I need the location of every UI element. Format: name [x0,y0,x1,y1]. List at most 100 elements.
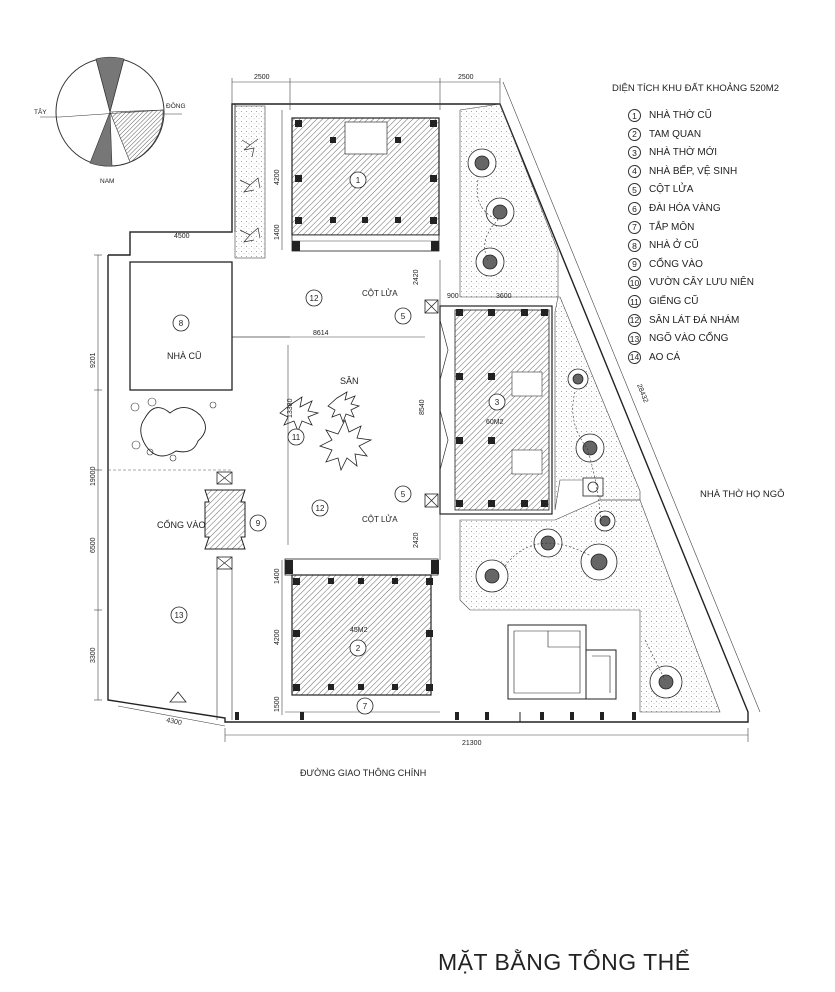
legend-item: 4 NHÀ BẾP, VỆ SINH [628,164,738,178]
new-hall-area: 60M2 [486,419,504,426]
legend-item: 10 VƯỜN CÂY LƯU NIÊN [628,276,754,290]
marker-11-text: 11 [292,433,301,442]
marker-2 [349,639,367,657]
marker-5a-text: 5 [401,312,406,321]
marker-9 [249,514,267,532]
legend-label: CỘT LỬA [649,184,694,196]
entrance-gate [108,469,246,720]
marker-13-text: 13 [175,611,184,620]
dim-13380: 13380 [287,398,294,418]
marker-1-text: 1 [356,176,361,185]
neighbor-label: NHÀ THỜ HỌ NGÔ [700,489,785,500]
legend-item: 1 NHÀ THỜ CŨ [628,109,712,122]
dim-1400-bottom: 1400 [274,568,281,584]
marker-5a [394,307,412,325]
marker-12b [311,499,329,517]
dim-21300: 21300 [462,740,482,747]
dim-3300: 3300 [90,647,97,663]
legend-label: SÂN LÁT ĐÁ NHÁM [649,314,740,326]
legend-number: 5 [628,183,641,197]
dim-top-left: 2500 [254,74,270,81]
dim-2420-top: 2420 [413,269,420,285]
marker-7-text: 7 [363,702,368,711]
legend-item: 2 TAM QUAN [628,127,702,141]
left-garden-strip [234,105,266,259]
legend-item: 7 TẮP MÔN [628,220,695,234]
legend-number: 7 [628,220,641,234]
marker-12b-text: 12 [316,504,325,513]
marker-3 [488,393,506,411]
legend-item: 5 CỘT LỬA [628,183,694,197]
old-hall-building [291,117,440,252]
plan-labels: SÂN CỘT LỬA CỘT LỬA NHÀ CŨ CỔNG VÀO 60M2… [157,289,504,634]
compass-south-label: NAM [100,178,114,185]
marker-3-text: 3 [495,398,500,407]
marker-2-text: 2 [356,644,361,653]
dim-1500: 1500 [274,696,281,712]
legend-item: 3 NHÀ THỜ MỚI [628,146,718,160]
legend-number: 6 [628,202,641,215]
legend-number: 10 [628,276,641,290]
compass-east-label: ĐÔNG [166,101,186,110]
marker-12a [305,289,323,307]
legend-label: TẮP MÔN [649,221,695,233]
dim-28432: 28432 [635,383,649,404]
marker-1 [349,171,367,189]
plan-markers [170,171,506,715]
gate-label: CỔNG VÀO [157,519,206,530]
legend-label: NHÀ THỜ CŨ [649,110,712,121]
dim-900: 900 [447,293,459,300]
front-fence [235,712,636,720]
legend-number: 8 [628,239,641,253]
gate-area: 45M2 [350,627,368,634]
fire-column-top-label: CỘT LỬA [362,289,398,298]
compass-east-sector [109,109,164,163]
dim-4200-bottom: 4200 [274,629,281,645]
legend-label: TAM QUAN [649,128,702,140]
dim-4200-top: 4200 [274,169,281,185]
dim-4300: 4300 [166,717,183,727]
marker-7 [356,697,374,715]
dim-left-wall: 4500 [174,233,190,240]
legend-label: NHÀ Ở CŨ [649,240,699,252]
tam-quan-building [284,558,440,713]
legend-number: 11 [628,295,641,308]
old-house-label: NHÀ CŨ [167,351,202,361]
road-label: ĐƯỜNG GIAO THÔNG CHÍNH [300,768,427,778]
legend-number: 4 [628,164,641,178]
legend-label: ĐÀI HÓA VÀNG [649,203,721,214]
legend-number: 3 [628,146,641,160]
marker-9-text: 9 [256,519,261,528]
compass-south-sector [89,111,113,167]
marker-12a-text: 12 [310,294,319,303]
legend-number: 12 [628,313,641,327]
east-garden [459,103,721,713]
legend-number: 2 [628,127,641,141]
marker-5b-text: 5 [401,490,406,499]
garden-trees [467,148,683,699]
plan-marker-numbers: 1 2 3 5 5 7 8 9 11 12 12 13 [175,176,500,711]
legend-item: 12 SÂN LÁT ĐÁ NHÁM [628,313,740,327]
legend-number: 13 [628,332,641,346]
legend-label: NHÀ BẾP, VỆ SINH [649,165,738,177]
legend-number: 9 [628,257,641,271]
fire-column-bottom-label: CỘT LỬA [362,515,398,524]
dim-19000: 19000 [90,466,97,486]
dim-2420-bottom: 2420 [413,532,420,548]
fish-pond [130,397,217,462]
marker-11 [287,428,305,446]
dim-1400-top: 1400 [274,224,281,240]
dim-top-right: 2500 [458,74,474,81]
compass-north-sector [95,56,125,114]
legend-item: 9 CỔNG VÀO [628,257,703,271]
legend-number: 1 [628,109,641,122]
legend-item: 8 NHÀ Ở CŨ [628,239,699,253]
compass-west-label: TÂY [34,107,47,116]
legend-label: VƯỜN CÂY LƯU NIÊN [649,277,754,289]
legend-label: NHÀ THỜ MỚI [649,147,718,159]
drawing-title: MẶT BẰNG TỔNG THỂ [438,949,691,975]
legend-label: CỔNG VÀO [649,258,703,270]
